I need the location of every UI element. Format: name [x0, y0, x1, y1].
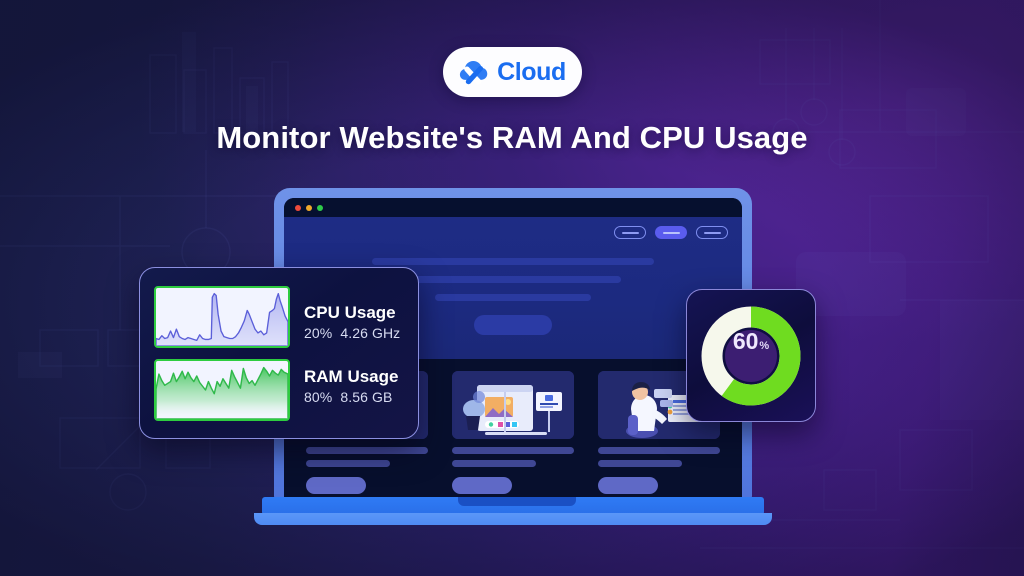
ram-metric: RAM Usage 80% 8.56 GB: [304, 367, 400, 405]
ram-usage-chart: [154, 358, 290, 421]
card-text-line-2: [452, 460, 536, 467]
usage-metrics: CPU Usage 20% 4.26 GHz RAM Usage 80% 8.56 …: [304, 301, 400, 404]
card-text-line-1: [306, 447, 428, 454]
hero-cta-button[interactable]: [474, 315, 552, 335]
traffic-light-close-icon[interactable]: [295, 204, 301, 211]
hero-placeholder-line-3: [435, 294, 591, 301]
website-navbar: [614, 226, 728, 239]
cpu-metric: CPU Usage 20% 4.26 GHz: [304, 303, 400, 341]
brand-logo-pill[interactable]: Cloud: [443, 47, 582, 97]
traffic-light-minimize-icon[interactable]: [306, 204, 312, 211]
usage-gauge-card: 60 %: [686, 289, 816, 422]
ram-metric-values: 80% 8.56 GB: [304, 389, 400, 405]
cpu-usage-chart: [154, 285, 290, 348]
content-card-2[interactable]: [452, 371, 574, 500]
nav-pill-1[interactable]: [614, 226, 646, 239]
cpu-metric-title: CPU Usage: [304, 303, 396, 323]
cpu-metric-values: 20% 4.26 GHz: [304, 325, 400, 341]
cloud-x-icon: [459, 61, 488, 85]
gauge-unit: %: [759, 339, 770, 352]
laptop-mockup: [254, 188, 772, 528]
ram-detail: 8.56 GB: [340, 388, 393, 405]
brand-name: Cloud: [497, 57, 566, 86]
page-title: Monitor Website's RAM And CPU Usage: [216, 120, 808, 155]
nav-pill-3[interactable]: [696, 226, 728, 239]
card-button-3[interactable]: [598, 477, 658, 494]
card-button-2[interactable]: [452, 477, 512, 494]
usage-stats-card: CPU Usage 20% 4.26 GHz RAM Usage 80% 8.56 …: [139, 267, 419, 439]
traffic-light-maximize-icon[interactable]: [317, 204, 323, 211]
usage-graphs: [154, 285, 290, 421]
hero-placeholder-line-1: [372, 258, 654, 265]
browser-image-upload-illustration: [452, 371, 574, 439]
card-text-line-2: [598, 460, 682, 467]
ram-percent: 80%: [304, 388, 333, 405]
cpu-percent: 20%: [304, 325, 333, 341]
laptop-base-notch: [458, 497, 576, 506]
card-thumbnail-2: [452, 371, 574, 439]
hero-placeholder-line-2: [405, 276, 621, 283]
laptop-base-top: [262, 497, 764, 515]
browser-chrome-bar: [284, 198, 742, 217]
usage-donut-chart: 60 %: [699, 304, 803, 408]
donut-center-label: 60 %: [725, 327, 777, 382]
donut-arcs: [701, 306, 801, 405]
ram-metric-title: RAM Usage: [304, 367, 399, 386]
laptop-base-bottom: [254, 513, 772, 525]
card-text-line-1: [598, 447, 720, 454]
person-at-desk-illustration: [598, 371, 720, 439]
laptop-lid: [274, 188, 752, 500]
card-button-1[interactable]: [306, 477, 366, 494]
cpu-detail: 4.26 GHz: [340, 325, 401, 341]
gauge-value: 60: [732, 327, 759, 354]
nav-pill-2-active[interactable]: [655, 226, 687, 239]
card-text-line-1: [452, 447, 574, 454]
card-text-line-2: [306, 460, 390, 467]
